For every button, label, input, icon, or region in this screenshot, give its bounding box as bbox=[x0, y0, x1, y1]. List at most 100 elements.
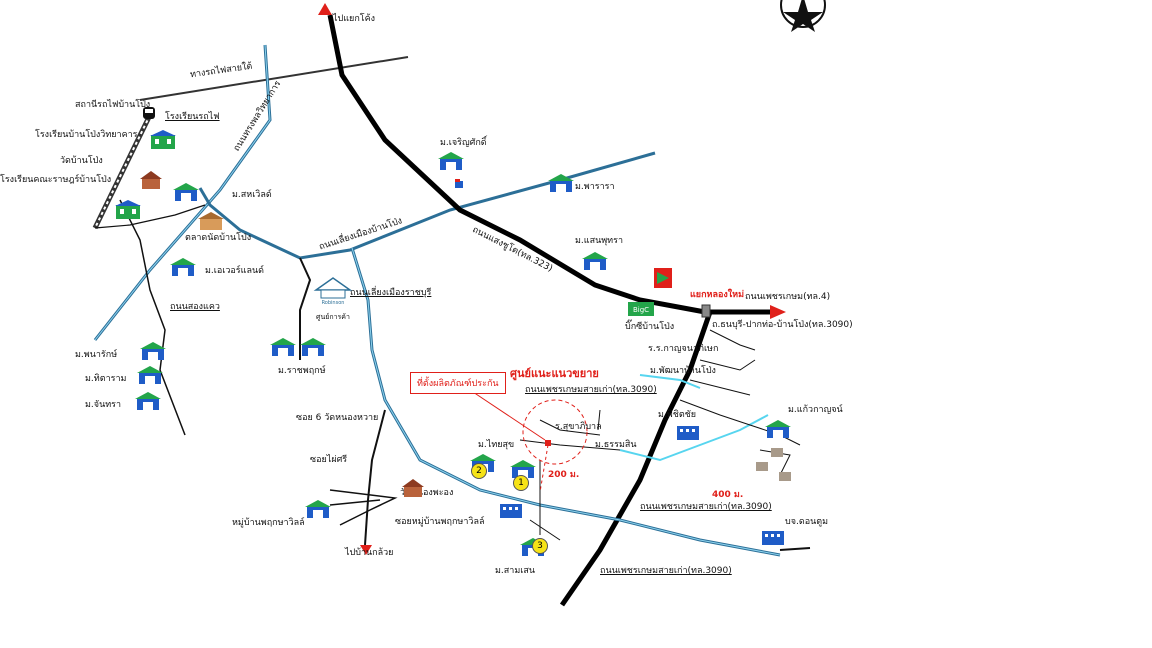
house-icon-2 bbox=[170, 258, 196, 276]
label-to-south: ไปบ้านกล้วย bbox=[345, 548, 394, 558]
flag-icon bbox=[455, 179, 463, 188]
label-intersection: แยกหลองใหม่ bbox=[690, 290, 745, 300]
highway-south bbox=[559, 311, 713, 607]
school-bp-icon bbox=[115, 200, 141, 219]
svg-text:BigC: BigC bbox=[633, 306, 649, 314]
label-pattana: ม.พัฒนาบ้านโป่ง bbox=[650, 366, 716, 376]
wat-icon bbox=[140, 171, 162, 189]
canal-left-inner bbox=[94, 44, 271, 341]
house-icon-10 bbox=[300, 338, 326, 356]
label-soi-paisri: ซอยไผ่ศรี bbox=[310, 455, 348, 465]
house-icon-6 bbox=[438, 152, 464, 170]
label-m-sukhaphiban: ร.สุขาภิบาล bbox=[555, 422, 602, 432]
label-robinson-sub: ศูนย์การค้า bbox=[316, 313, 350, 321]
label-center-title: ศูนย์แนะแนวขยาย bbox=[510, 367, 599, 380]
house-icon-9 bbox=[270, 338, 296, 356]
intersection-box bbox=[701, 304, 711, 318]
small-building-icon-1 bbox=[771, 448, 783, 457]
label-m-rachapruek: ม.ราชพฤกษ์ bbox=[278, 366, 326, 376]
radius-circle bbox=[522, 399, 588, 465]
label-m-phanrak: ม.พนารักษ์ bbox=[75, 350, 118, 360]
robinson-logo-icon: Robinson bbox=[313, 277, 353, 306]
house-icon-7 bbox=[548, 174, 574, 192]
label-m-saenphutra: ม.แสนพุทรา bbox=[575, 236, 623, 246]
east-arrow bbox=[770, 305, 786, 319]
label-m-sahaworld: ม.สหเวิลด์ bbox=[232, 190, 272, 200]
label-m-tesarat: ม.ทิตาราม bbox=[85, 374, 127, 384]
house-icon-8 bbox=[582, 252, 608, 270]
label-rail-school: โรงเรียนรถไฟ bbox=[165, 112, 220, 122]
lane-bottom-right bbox=[779, 547, 811, 551]
train-icon bbox=[143, 107, 155, 119]
house-icon-13 bbox=[305, 500, 331, 518]
label-road-phetkasem-old2: ถนนเพชรเกษมสายเก่า(ทล.3090) bbox=[640, 502, 772, 512]
office-icon-3 bbox=[762, 531, 784, 545]
label-station: สถานีรถไฟบ้านโป่ง bbox=[75, 100, 151, 110]
south-arrow bbox=[360, 545, 372, 555]
bigc-logo-icon: BigC bbox=[628, 302, 654, 316]
lane-right-2 bbox=[699, 359, 756, 371]
label-road-phetkasem-old3: ถนนเพชรเกษมสายเก่า(ทล.3090) bbox=[600, 566, 732, 576]
small-building-icon-2 bbox=[756, 462, 768, 471]
road-market-link bbox=[94, 204, 206, 229]
label-road-liang: ถนนเลี่ยงเมืองราชบุรี bbox=[350, 288, 432, 298]
svg-text:Robinson: Robinson bbox=[322, 300, 345, 306]
stream-2 bbox=[639, 374, 701, 389]
label-bigc-sub: บิ๊กซีบ้านโป่ง bbox=[625, 322, 675, 332]
badge-1: 1 bbox=[513, 475, 529, 491]
house-icon-5 bbox=[135, 392, 161, 410]
rail-school-icon bbox=[150, 130, 176, 149]
badge-3: 3 bbox=[532, 538, 548, 554]
label-road-bangkok: ถ.ธนบุรี-ปากท่อ-บ้านโป่ง(ทล.3090) bbox=[712, 320, 853, 330]
rail-track-left-inner bbox=[94, 114, 151, 229]
road-soi6 bbox=[364, 409, 386, 546]
label-dist-200: 200 ม. bbox=[548, 470, 580, 480]
house-icon-1 bbox=[173, 183, 199, 201]
wat-nong-icon bbox=[402, 479, 424, 497]
north-arrow bbox=[318, 3, 332, 15]
road-village bbox=[329, 489, 398, 526]
lane-right-5 bbox=[759, 449, 791, 476]
office-icon-1 bbox=[500, 504, 522, 518]
lane-right-3 bbox=[689, 379, 751, 396]
label-m-samsen: ม.สามเสน bbox=[495, 566, 535, 576]
office-icon-2 bbox=[677, 426, 699, 440]
house-icon-4 bbox=[137, 366, 163, 384]
label-school-bp: โรงเรียนบ้านโป่งวิทยาคาร bbox=[35, 130, 138, 140]
label-bs: บจ.ดอนตูม bbox=[785, 517, 829, 527]
label-m-kaewkan: ม.แก้วกาญจน์ bbox=[788, 405, 843, 415]
canal-main-inner bbox=[351, 247, 781, 556]
highway-north bbox=[327, 14, 706, 315]
label-m-thai: ม.ไทยสุข bbox=[478, 440, 515, 450]
label-m-tamsin: ม.ธรรมสิน bbox=[595, 440, 637, 450]
label-dist-400: 400 ม. bbox=[712, 490, 744, 500]
road-village-2 bbox=[329, 499, 381, 506]
label-m-parasa: ม.พารารา bbox=[575, 182, 615, 192]
label-m-charoen: ม.เจริญศักดิ์ bbox=[440, 138, 487, 148]
house-icon-15 bbox=[765, 420, 791, 438]
tesco-logo-icon bbox=[654, 268, 672, 288]
label-m-buntham: ม.จันทรา bbox=[85, 400, 122, 410]
small-building-icon-3 bbox=[779, 472, 791, 481]
road-market bbox=[198, 151, 656, 260]
label-soi-nongpho: ซอยหมู่บ้านพฤกษาวิลล์ bbox=[395, 517, 485, 527]
label-to-north: ไปแยกโค้ง bbox=[333, 14, 376, 24]
label-soi-6: ซอย 6 วัดหนองหวาย bbox=[296, 413, 379, 423]
road-rachapruek bbox=[299, 257, 312, 360]
house-icon-3 bbox=[140, 342, 166, 360]
label-village: หมู่บ้านพฤกษาวิลล์ bbox=[232, 518, 305, 528]
center-lane-4 bbox=[529, 519, 561, 541]
label-road-phetkasem-old: ถนนเพชรเกษมสายเก่า(ทล.3090) bbox=[525, 385, 657, 395]
center-lane-2 bbox=[519, 439, 621, 451]
label-market: ตลาดนัดบ้านโป่ง bbox=[185, 233, 252, 243]
label-m-adventure: ม.เอเวอร์แลนด์ bbox=[205, 266, 264, 276]
label-road-phetkasem4: ถนนเพชรเกษม(ทล.4) bbox=[745, 292, 831, 302]
callout-connector bbox=[469, 389, 546, 441]
label-school-bp2: โรงเรียนคณะราษฎร์บ้านโป่ง bbox=[0, 175, 112, 185]
label-road-songkwai: ถนนสองแคว bbox=[170, 302, 220, 312]
callout-location: ที่ตั้งผลิตภัณฑ์ประกัน bbox=[410, 372, 506, 394]
label-kanchana: ร.ร.กาญจนาภิเษก bbox=[648, 344, 719, 354]
center-lane-5 bbox=[597, 409, 601, 431]
lane-right-4 bbox=[679, 399, 801, 446]
